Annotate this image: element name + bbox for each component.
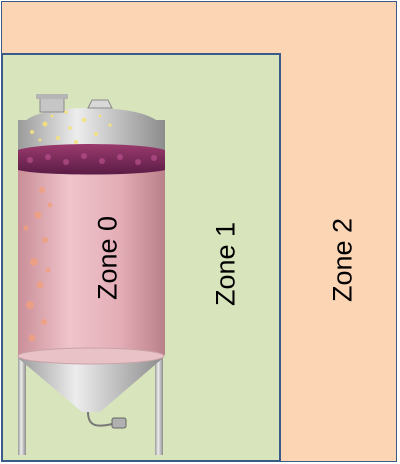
- top-valve: [87, 99, 113, 109]
- zone-2-label: Zone 2: [327, 217, 358, 303]
- tank-body: [18, 150, 165, 355]
- tank-cone: [18, 358, 163, 412]
- zone-0-label: Zone 0: [92, 215, 123, 301]
- must-cap: [18, 144, 165, 175]
- tank-legs: [18, 355, 163, 455]
- drain-pipe: [87, 411, 113, 427]
- co2-bubbles-top: [30, 110, 112, 144]
- drain-valve: [111, 417, 127, 429]
- co2-bubbles-body: [23, 187, 53, 342]
- tank-bottom-rim: [17, 347, 165, 365]
- zone-1-label: Zone 1: [210, 221, 241, 307]
